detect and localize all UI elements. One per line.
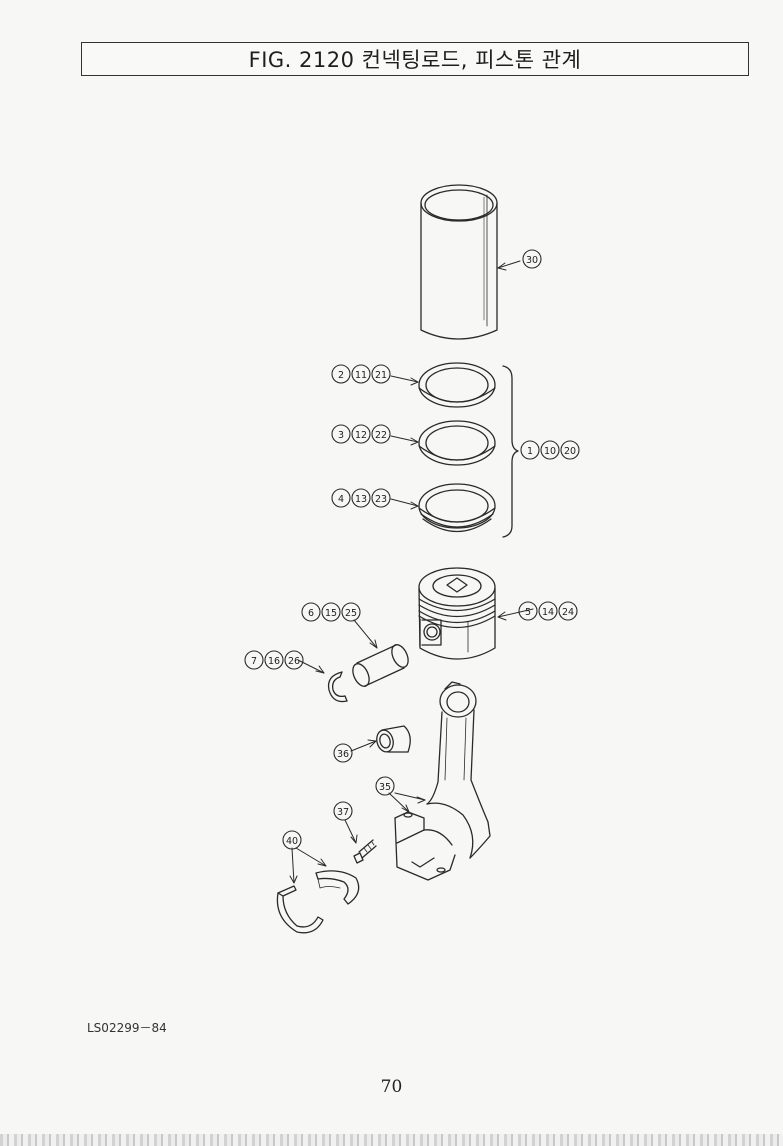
- bearing-shell-lower-part: [276, 885, 324, 934]
- small-end-bushing-part: [376, 725, 411, 753]
- callout-number: 35: [379, 782, 391, 793]
- piston-part: [418, 567, 496, 660]
- piston-ring-oil-part: [418, 483, 496, 532]
- callout-number: 23: [375, 494, 387, 505]
- callout-number: 6: [308, 608, 314, 619]
- callout-number: 12: [355, 430, 367, 441]
- rod-cap-part: [394, 811, 456, 881]
- callout-number: 40: [286, 836, 298, 847]
- snap-ring-part: [327, 671, 348, 703]
- callout-6-15-25: 6 15 25: [301, 602, 361, 622]
- figure-title: FIG. 2120 컨넥팅로드, 피스톤 관계: [248, 48, 582, 72]
- callout-number: 26: [288, 656, 300, 667]
- callout-36: 36: [333, 743, 353, 763]
- callout-number: 21: [375, 370, 387, 381]
- callout-35: 35: [375, 776, 395, 796]
- leader-lines: [289, 260, 534, 884]
- callout-37: 37: [333, 801, 353, 821]
- callout-40: 40: [282, 830, 302, 850]
- piston-ring-second-part: [418, 420, 496, 466]
- callout-number: 1: [527, 446, 533, 457]
- callout-number: 25: [345, 608, 357, 619]
- callout-number: 3: [338, 430, 344, 441]
- callout-number: 20: [564, 446, 576, 457]
- callout-number: 2: [338, 370, 344, 381]
- callout-number: 37: [337, 807, 349, 818]
- rod-bolt-part: [353, 839, 377, 864]
- callout-number: 4: [338, 494, 344, 505]
- callout-30: 30: [522, 249, 542, 269]
- callout-number: 24: [562, 607, 574, 618]
- callout-5-14-24: 5 14 24: [518, 601, 578, 621]
- callout-3-12-22: 3 12 22: [331, 424, 391, 444]
- callout-number: 30: [526, 255, 538, 266]
- scan-edge: [0, 1134, 783, 1146]
- callout-number: 13: [355, 494, 367, 505]
- cylinder-liner-part: [420, 184, 498, 340]
- callout-number: 36: [337, 749, 349, 760]
- callout-number: 14: [542, 607, 554, 618]
- page-number: 70: [380, 1077, 403, 1097]
- callout-1-10-20: 1 10 20: [520, 440, 580, 460]
- piston-pin-part: [352, 644, 409, 687]
- ring-set-bracket: [502, 365, 519, 538]
- callout-number: 15: [325, 608, 337, 619]
- connecting-rod-part: [426, 681, 491, 859]
- callout-number: 5: [525, 607, 531, 618]
- callout-number: 22: [375, 430, 387, 441]
- callout-2-11-21: 2 11 21: [331, 364, 391, 384]
- callout-7-16-26: 7 16 26: [244, 650, 304, 670]
- callout-4-13-23: 4 13 23: [331, 488, 391, 508]
- piston-ring-top-part: [418, 362, 496, 408]
- callout-number: 11: [355, 370, 367, 381]
- bearing-shell-upper-part: [315, 870, 360, 905]
- callout-number: 7: [251, 656, 257, 667]
- callout-number: 10: [544, 446, 556, 457]
- figure-title-box: FIG. 2120 컨넥팅로드, 피스톤 관계: [81, 42, 749, 76]
- callout-number: 16: [268, 656, 280, 667]
- figure-code: LS02299－84: [87, 1021, 167, 1035]
